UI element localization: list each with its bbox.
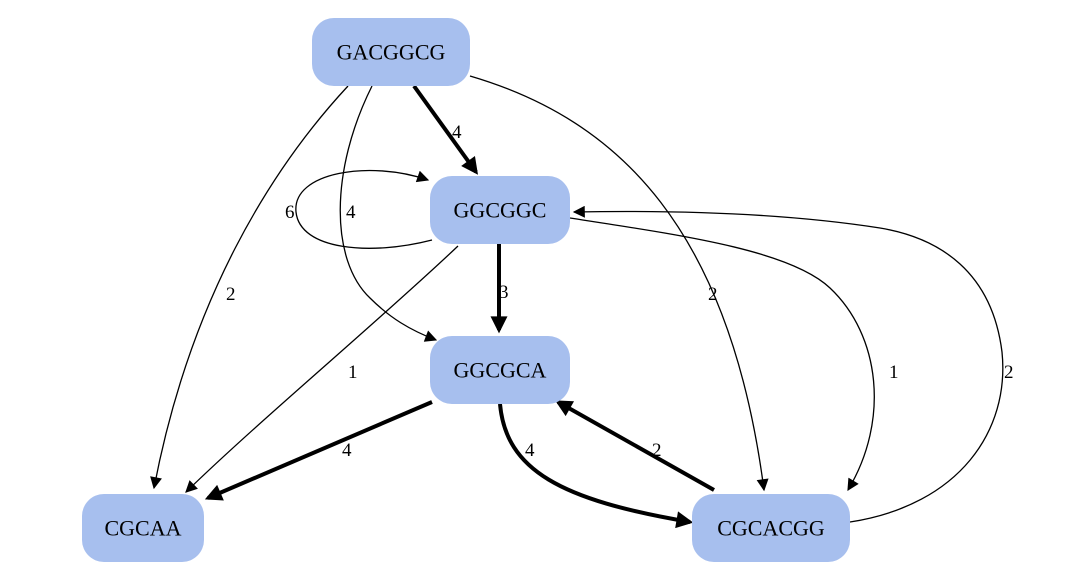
edge-gacggcg-to-ggcgca[interactable]: 4 — [339, 85, 438, 342]
edge-label: 3 — [499, 282, 509, 303]
edge-cgcacgg-to-ggcggc[interactable]: 2 — [572, 205, 1014, 523]
edge-line — [295, 169, 433, 249]
edge-label: 2 — [226, 284, 236, 305]
edge-ggcggc-to-cgcacgg[interactable]: 1 — [569, 217, 899, 492]
edge-line — [569, 217, 875, 492]
edge-label: 4 — [342, 440, 352, 461]
node-box — [430, 176, 570, 244]
node-label: GGCGCA — [454, 358, 547, 383]
edge-line — [412, 84, 478, 175]
node-gacggcg[interactable]: GACGGCG — [312, 18, 470, 86]
edge-line — [555, 400, 715, 492]
edge-ggcggc-self-loop[interactable]: 6 — [285, 169, 433, 249]
edge-line — [150, 85, 349, 490]
edge-label: 1 — [889, 362, 899, 383]
edge-ggcgca-to-cgcacgg[interactable]: 4 — [498, 403, 694, 529]
node-ggcggc[interactable]: GGCGGC — [430, 176, 570, 244]
edge-ggcggc-to-ggcgca[interactable]: 3 — [490, 244, 509, 334]
edge-line — [185, 245, 459, 493]
edge-line — [572, 205, 1004, 523]
edge-label: 2 — [1004, 362, 1014, 383]
edge-gacggcg-to-cgcacgg[interactable]: 2 — [469, 75, 769, 492]
node-box — [312, 18, 470, 86]
edge-label: 6 — [285, 202, 295, 223]
edges: 4 4 2 2 6 3 1 — [150, 75, 1014, 529]
node-label: GACGGCG — [337, 40, 446, 65]
edge-ggcgca-to-cgcaa[interactable]: 4 — [204, 400, 433, 501]
node-box — [692, 494, 850, 562]
node-cgcacgg[interactable]: CGCACGG — [692, 494, 850, 562]
edge-gacggcg-to-cgcaa[interactable]: 2 — [150, 85, 349, 490]
edge-line — [339, 85, 438, 342]
edge-ggcggc-to-cgcaa[interactable]: 1 — [185, 245, 459, 493]
edge-line — [469, 75, 769, 492]
edge-gacggcg-to-ggcggc[interactable]: 4 — [412, 84, 478, 175]
node-label: CGCAA — [104, 516, 181, 541]
edge-line — [498, 403, 694, 529]
edge-label: 2 — [652, 440, 662, 461]
edge-line — [204, 400, 433, 501]
node-box — [430, 336, 570, 404]
edge-cgcacgg-to-ggcgca[interactable]: 2 — [555, 400, 715, 492]
edge-label: 4 — [452, 122, 462, 143]
edge-label: 4 — [525, 440, 535, 461]
node-box — [82, 494, 204, 562]
edge-label: 2 — [708, 284, 718, 305]
node-label: GGCGGC — [454, 198, 547, 223]
nodes: GACGGCG GGCGGC GGCGCA CGCAA CGCACGG — [82, 18, 850, 562]
node-ggcgca[interactable]: GGCGCA — [430, 336, 570, 404]
edge-label: 1 — [348, 362, 358, 383]
node-label: CGCACGG — [717, 516, 825, 541]
node-cgcaa[interactable]: CGCAA — [82, 494, 204, 562]
edge-label: 4 — [346, 202, 356, 223]
